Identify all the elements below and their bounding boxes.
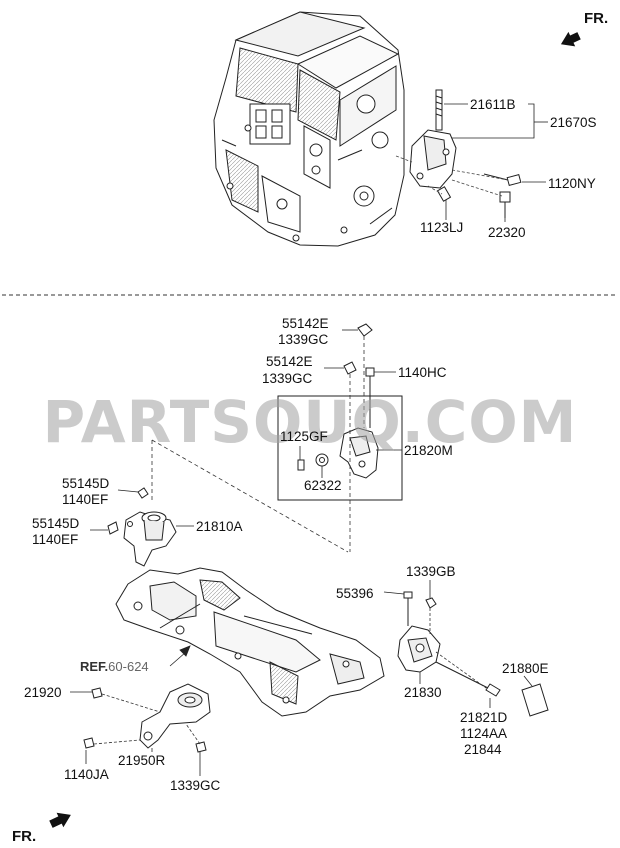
fr-arrow-bottom-icon [49,812,71,828]
engine-block [213,11,405,247]
part-label-21950R[interactable]: 21950R [118,753,166,768]
part-label-21830[interactable]: 21830 [404,685,442,700]
part-label-21820M[interactable]: 21820M [404,443,453,458]
part-label-1124AA[interactable]: 1124AA [460,726,508,741]
ref-prefix: REF. [80,659,109,674]
part-label-1339GC-b[interactable]: 1339GC [262,371,313,386]
part-label-55145D-b[interactable]: 55145D [32,516,80,531]
leader-lines-middle [299,329,402,478]
reference-link[interactable]: REF.60-624 [80,659,149,674]
mount-dash-lines [151,336,365,553]
leader-lines-right [383,580,533,708]
engine-dash-lines [395,155,509,197]
ref-leader [169,645,191,667]
part-label-62322[interactable]: 62322 [304,478,342,493]
part-label-1140JA[interactable]: 1140JA [64,767,109,782]
part-label-1339GB[interactable]: 1339GB [406,564,456,579]
mount-bolts-upper [343,323,375,428]
roll-rod-bracket [83,683,211,753]
fr-arrow-top-icon [560,31,581,47]
part-label-1120NY[interactable]: 1120NY [548,176,596,191]
front-direction-bottom: FR. [12,828,37,845]
mount-group-box [277,395,403,501]
part-label-55145D-a[interactable]: 55145D [62,476,110,491]
transmission-mount [397,591,549,717]
part-label-21810A[interactable]: 21810A [196,519,243,534]
part-label-1123LJ[interactable]: 1123LJ [420,220,464,235]
part-label-21880E[interactable]: 21880E [502,661,549,676]
part-label-55142E-b[interactable]: 55142E [266,354,313,369]
part-label-1339GC-a[interactable]: 1339GC [278,332,329,347]
part-label-1140HC[interactable]: 1140HC [398,365,447,380]
part-label-1339GC-c[interactable]: 1339GC [170,778,221,793]
right-dash-lines [429,608,487,689]
bracket-bolts [436,173,522,218]
part-label-21611B[interactable]: 21611B [470,97,516,112]
part-label-1140EF-a[interactable]: 1140EF [62,492,109,507]
part-label-55396[interactable]: 55396 [336,586,374,601]
part-label-21821D[interactable]: 21821D [460,710,508,725]
leader-lines-bottom [70,691,201,776]
part-label-1125GF[interactable]: 1125GF [280,429,328,444]
leader-lines-left [90,489,194,531]
engine-mount-insulator [107,487,177,567]
front-direction-top: FR. [584,10,609,27]
front-subframe [115,567,385,717]
part-label-21670S[interactable]: 21670S [550,115,597,130]
ref-code: 60-624 [108,659,149,674]
leader-lines-top [444,103,548,222]
part-label-1140EF-b[interactable]: 1140EF [32,532,79,547]
transmission-mount-bracket [297,427,379,479]
part-label-21844[interactable]: 21844 [464,742,502,757]
engine-mount-bracket [409,89,457,189]
part-label-22320[interactable]: 22320 [488,225,526,240]
part-label-55142E-a[interactable]: 55142E [282,316,329,331]
part-label-21920[interactable]: 21920 [24,685,62,700]
rollrod-dash-lines [93,693,201,745]
